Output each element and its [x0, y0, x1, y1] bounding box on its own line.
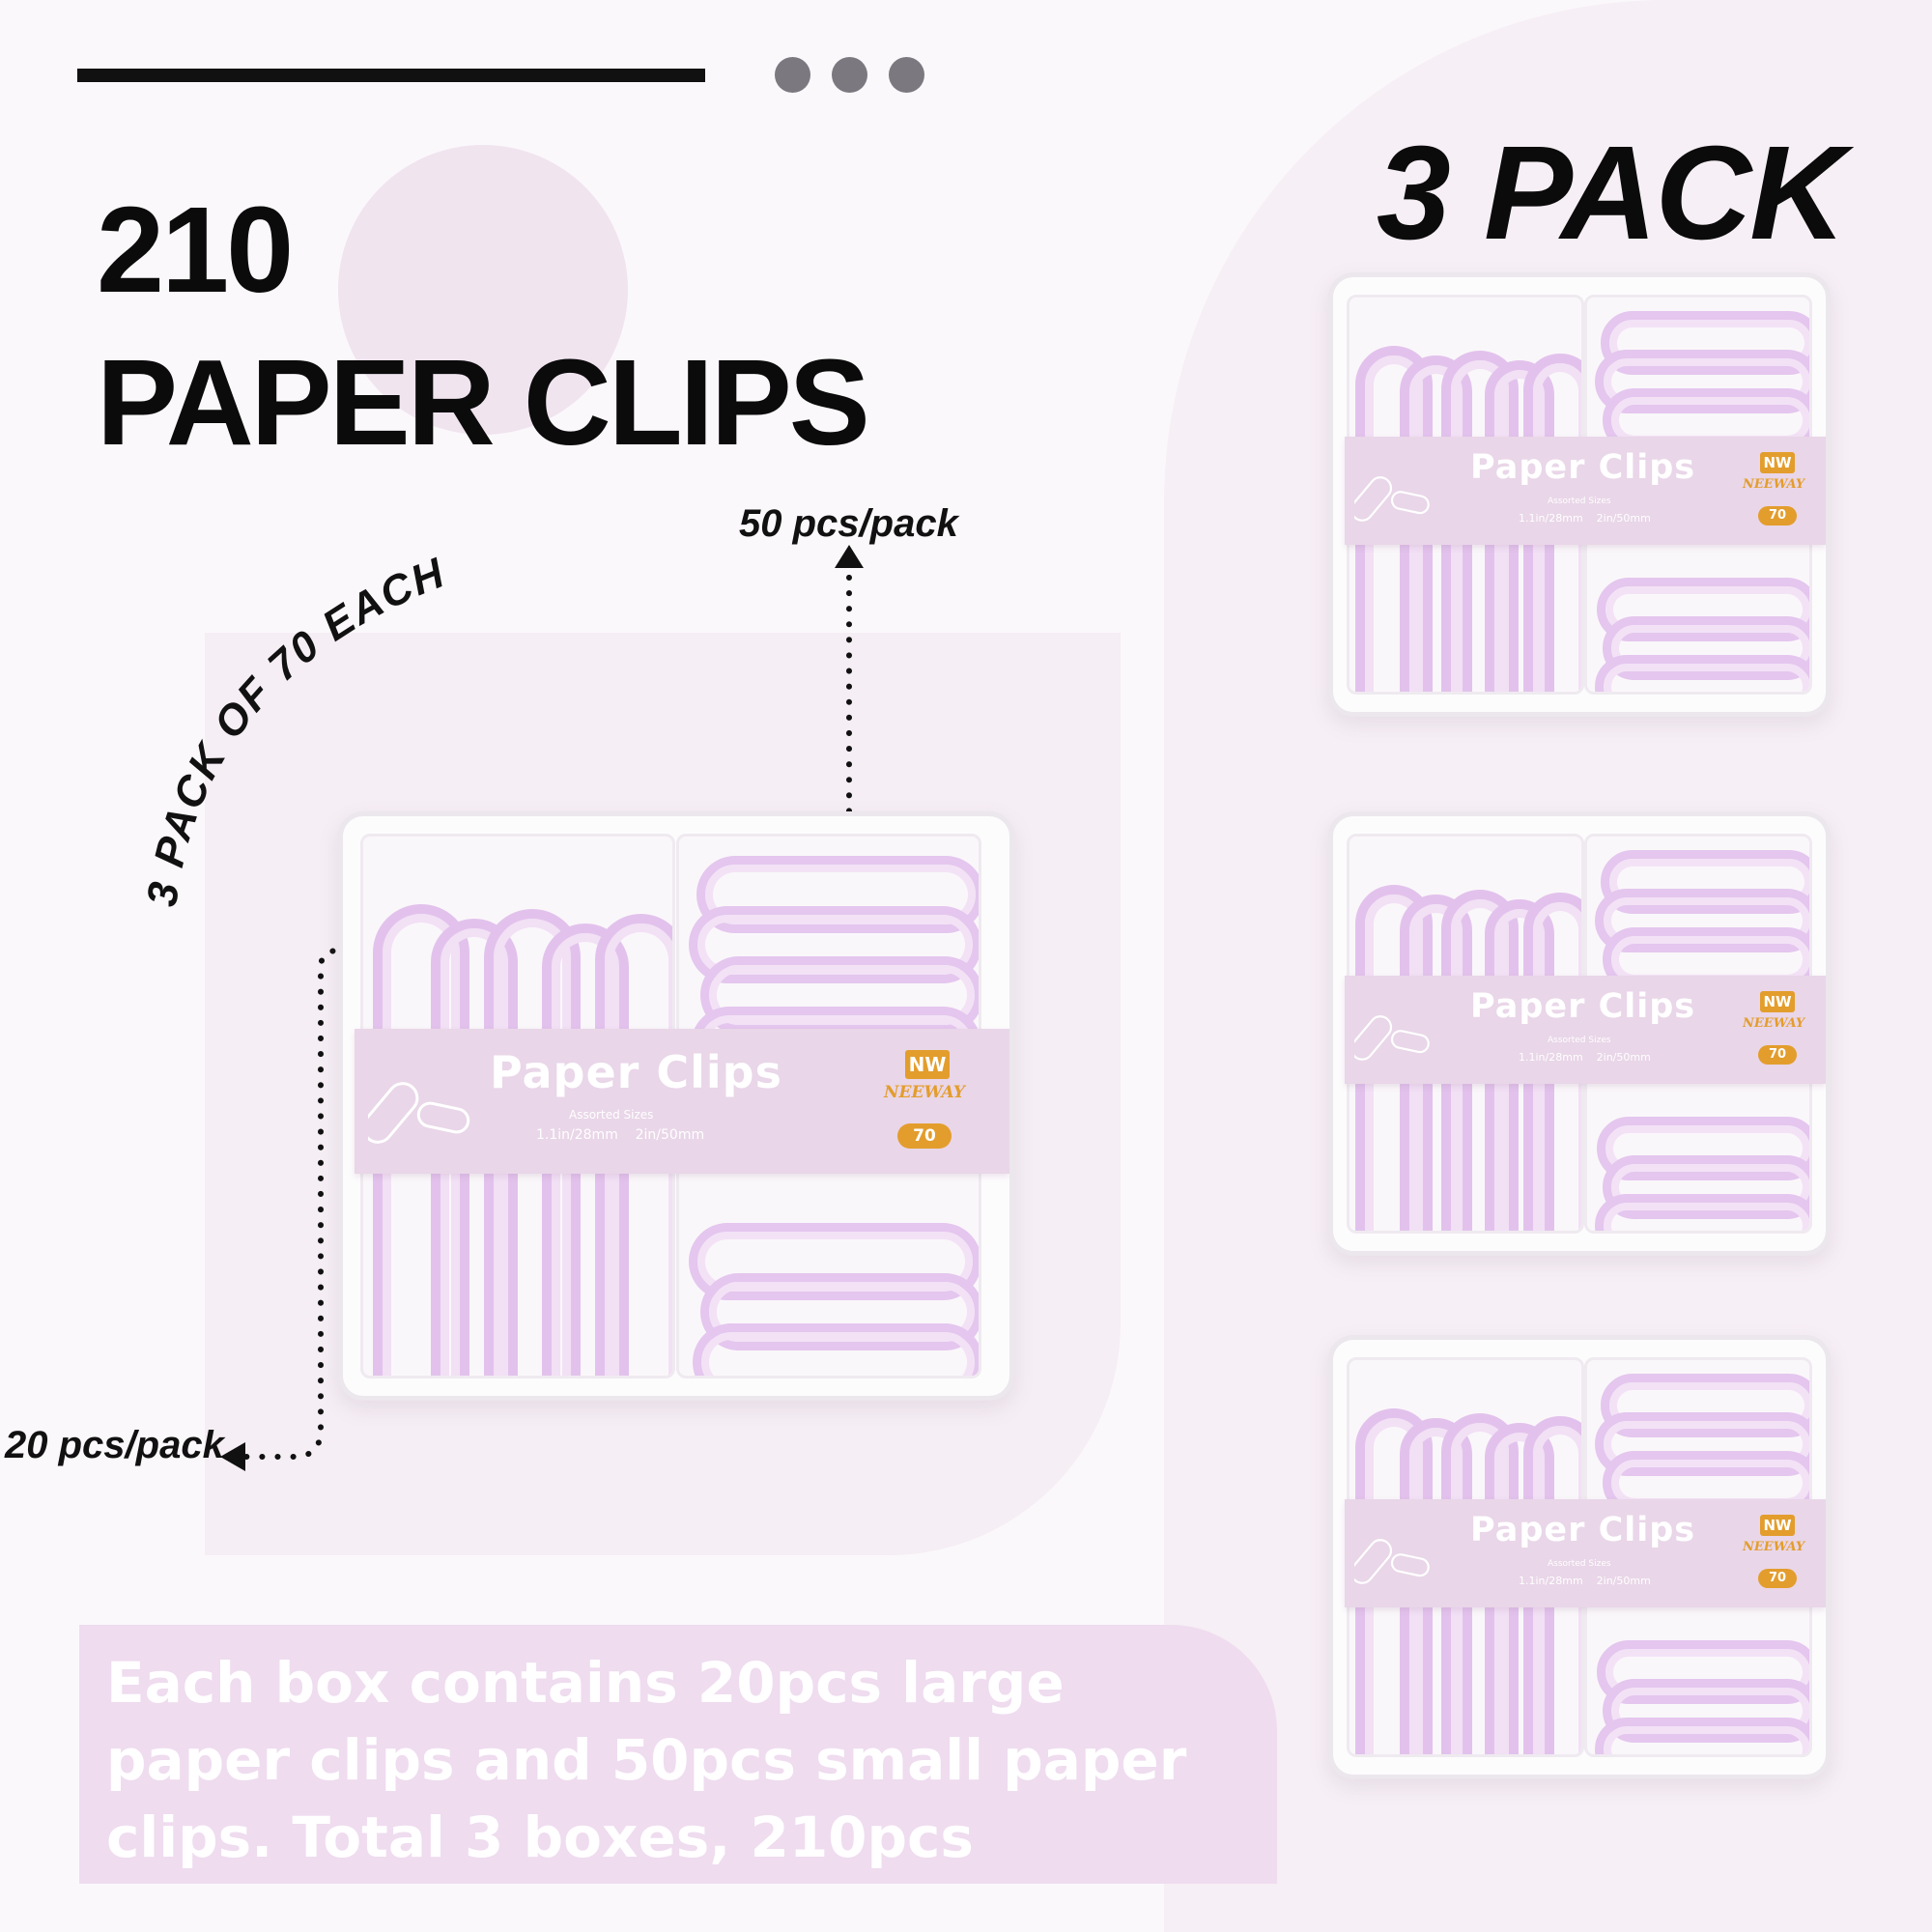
small-clip: [1601, 850, 1809, 914]
small-clip: [1595, 889, 1809, 952]
label-subtitle: Assorted Sizes: [1548, 1036, 1611, 1045]
brand-logo-icon: NW: [1760, 452, 1795, 473]
header-dot: [832, 57, 867, 93]
label-sizes: 1.1in/28mm 2in/50mm: [1519, 1575, 1651, 1587]
small-clip: [696, 856, 979, 933]
product-label: Paper Clips Assorted Sizes 1.1in/28mm 2i…: [1345, 437, 1826, 545]
brand-name: NEEWAY: [1743, 477, 1805, 492]
small-count-annotation: 50 pcs/pack: [739, 502, 958, 545]
count-badge: 70: [1758, 1045, 1797, 1065]
header-rule: [77, 69, 705, 82]
small-clip: [689, 1223, 979, 1300]
small-clip: [1601, 1374, 1809, 1437]
brand-logo-icon: NW: [1760, 991, 1795, 1012]
small-clip: [1595, 1194, 1809, 1231]
brand-logo-icon: NW: [1760, 1515, 1795, 1536]
header-dot: [889, 57, 924, 93]
small-clip: [1595, 1718, 1809, 1754]
small-clip: [1597, 1117, 1809, 1180]
headline-count: 210: [97, 182, 294, 318]
paper-clip-icon: [1354, 1015, 1430, 1061]
header-dot: [775, 57, 810, 93]
brand-name: NEEWAY: [1743, 1540, 1805, 1554]
small-clip: [1603, 616, 1809, 680]
dotted-arrows: [220, 545, 864, 1471]
paper-clip-icon: [368, 1082, 470, 1144]
small-clip: [689, 906, 979, 983]
count-badge: 70: [1758, 1569, 1797, 1588]
product-box-1: Paper Clips Assorted Sizes 1.1in/28mm 2i…: [1328, 272, 1831, 717]
small-clip: [1595, 655, 1809, 692]
brand-logo-icon: NW: [905, 1050, 950, 1079]
headline-product: PAPER CLIPS: [97, 334, 870, 470]
small-clip: [1603, 1155, 1809, 1219]
background-circle: [338, 145, 628, 435]
label-subtitle: Assorted Sizes: [1548, 1559, 1611, 1569]
description-panel: Each box contains 20pcs large paper clip…: [79, 1625, 1277, 1884]
paper-clip-icon: [1354, 1539, 1430, 1584]
small-clip: [1597, 1640, 1809, 1704]
product-label: Paper Clips Assorted Sizes 1.1in/28mm 2i…: [1345, 1499, 1826, 1607]
paper-clip-icon: [1354, 476, 1430, 522]
label-title: Paper Clips: [1470, 1511, 1696, 1549]
label-subtitle: Assorted Sizes: [569, 1108, 654, 1122]
small-clip: [1597, 578, 1809, 641]
small-clip: [1595, 350, 1809, 413]
arrow-left-head: [220, 1442, 245, 1471]
description-text: Each box contains 20pcs large paper clip…: [106, 1650, 1187, 1870]
label-title: Paper Clips: [1470, 448, 1696, 487]
label-title: Paper Clips: [1470, 987, 1696, 1026]
main-product-box: Paper Clips Assorted Sizes 1.1in/28mm 2i…: [338, 811, 1014, 1401]
label-subtitle: Assorted Sizes: [1548, 497, 1611, 506]
product-box-3: Paper Clips Assorted Sizes 1.1in/28mm 2i…: [1328, 1335, 1831, 1779]
arrow-left-line: [235, 948, 413, 1460]
label-sizes: 1.1in/28mm 2in/50mm: [536, 1127, 705, 1143]
arrow-up-head: [835, 545, 864, 568]
small-clip: [693, 1323, 979, 1376]
brand-name: NEEWAY: [1743, 1016, 1805, 1031]
brand-name: NEEWAY: [884, 1083, 965, 1102]
product-label: Paper Clips Assorted Sizes 1.1in/28mm 2i…: [355, 1029, 1009, 1174]
count-badge: 70: [1758, 506, 1797, 526]
product-label: Paper Clips Assorted Sizes 1.1in/28mm 2i…: [1345, 976, 1826, 1084]
small-clip: [1601, 311, 1809, 375]
large-count-annotation: 20 pcs/pack: [5, 1424, 224, 1466]
small-clip: [700, 1273, 979, 1350]
label-title: Paper Clips: [490, 1046, 782, 1098]
product-box-2: Paper Clips Assorted Sizes 1.1in/28mm 2i…: [1328, 811, 1831, 1256]
label-sizes: 1.1in/28mm 2in/50mm: [1519, 1051, 1651, 1064]
pack-title: 3 PACK: [1377, 119, 1846, 268]
label-sizes: 1.1in/28mm 2in/50mm: [1519, 512, 1651, 525]
small-clip: [1603, 1679, 1809, 1743]
headline: 210 PAPER CLIPS: [97, 174, 870, 479]
count-badge: 70: [897, 1123, 952, 1149]
small-clip: [1595, 1412, 1809, 1476]
